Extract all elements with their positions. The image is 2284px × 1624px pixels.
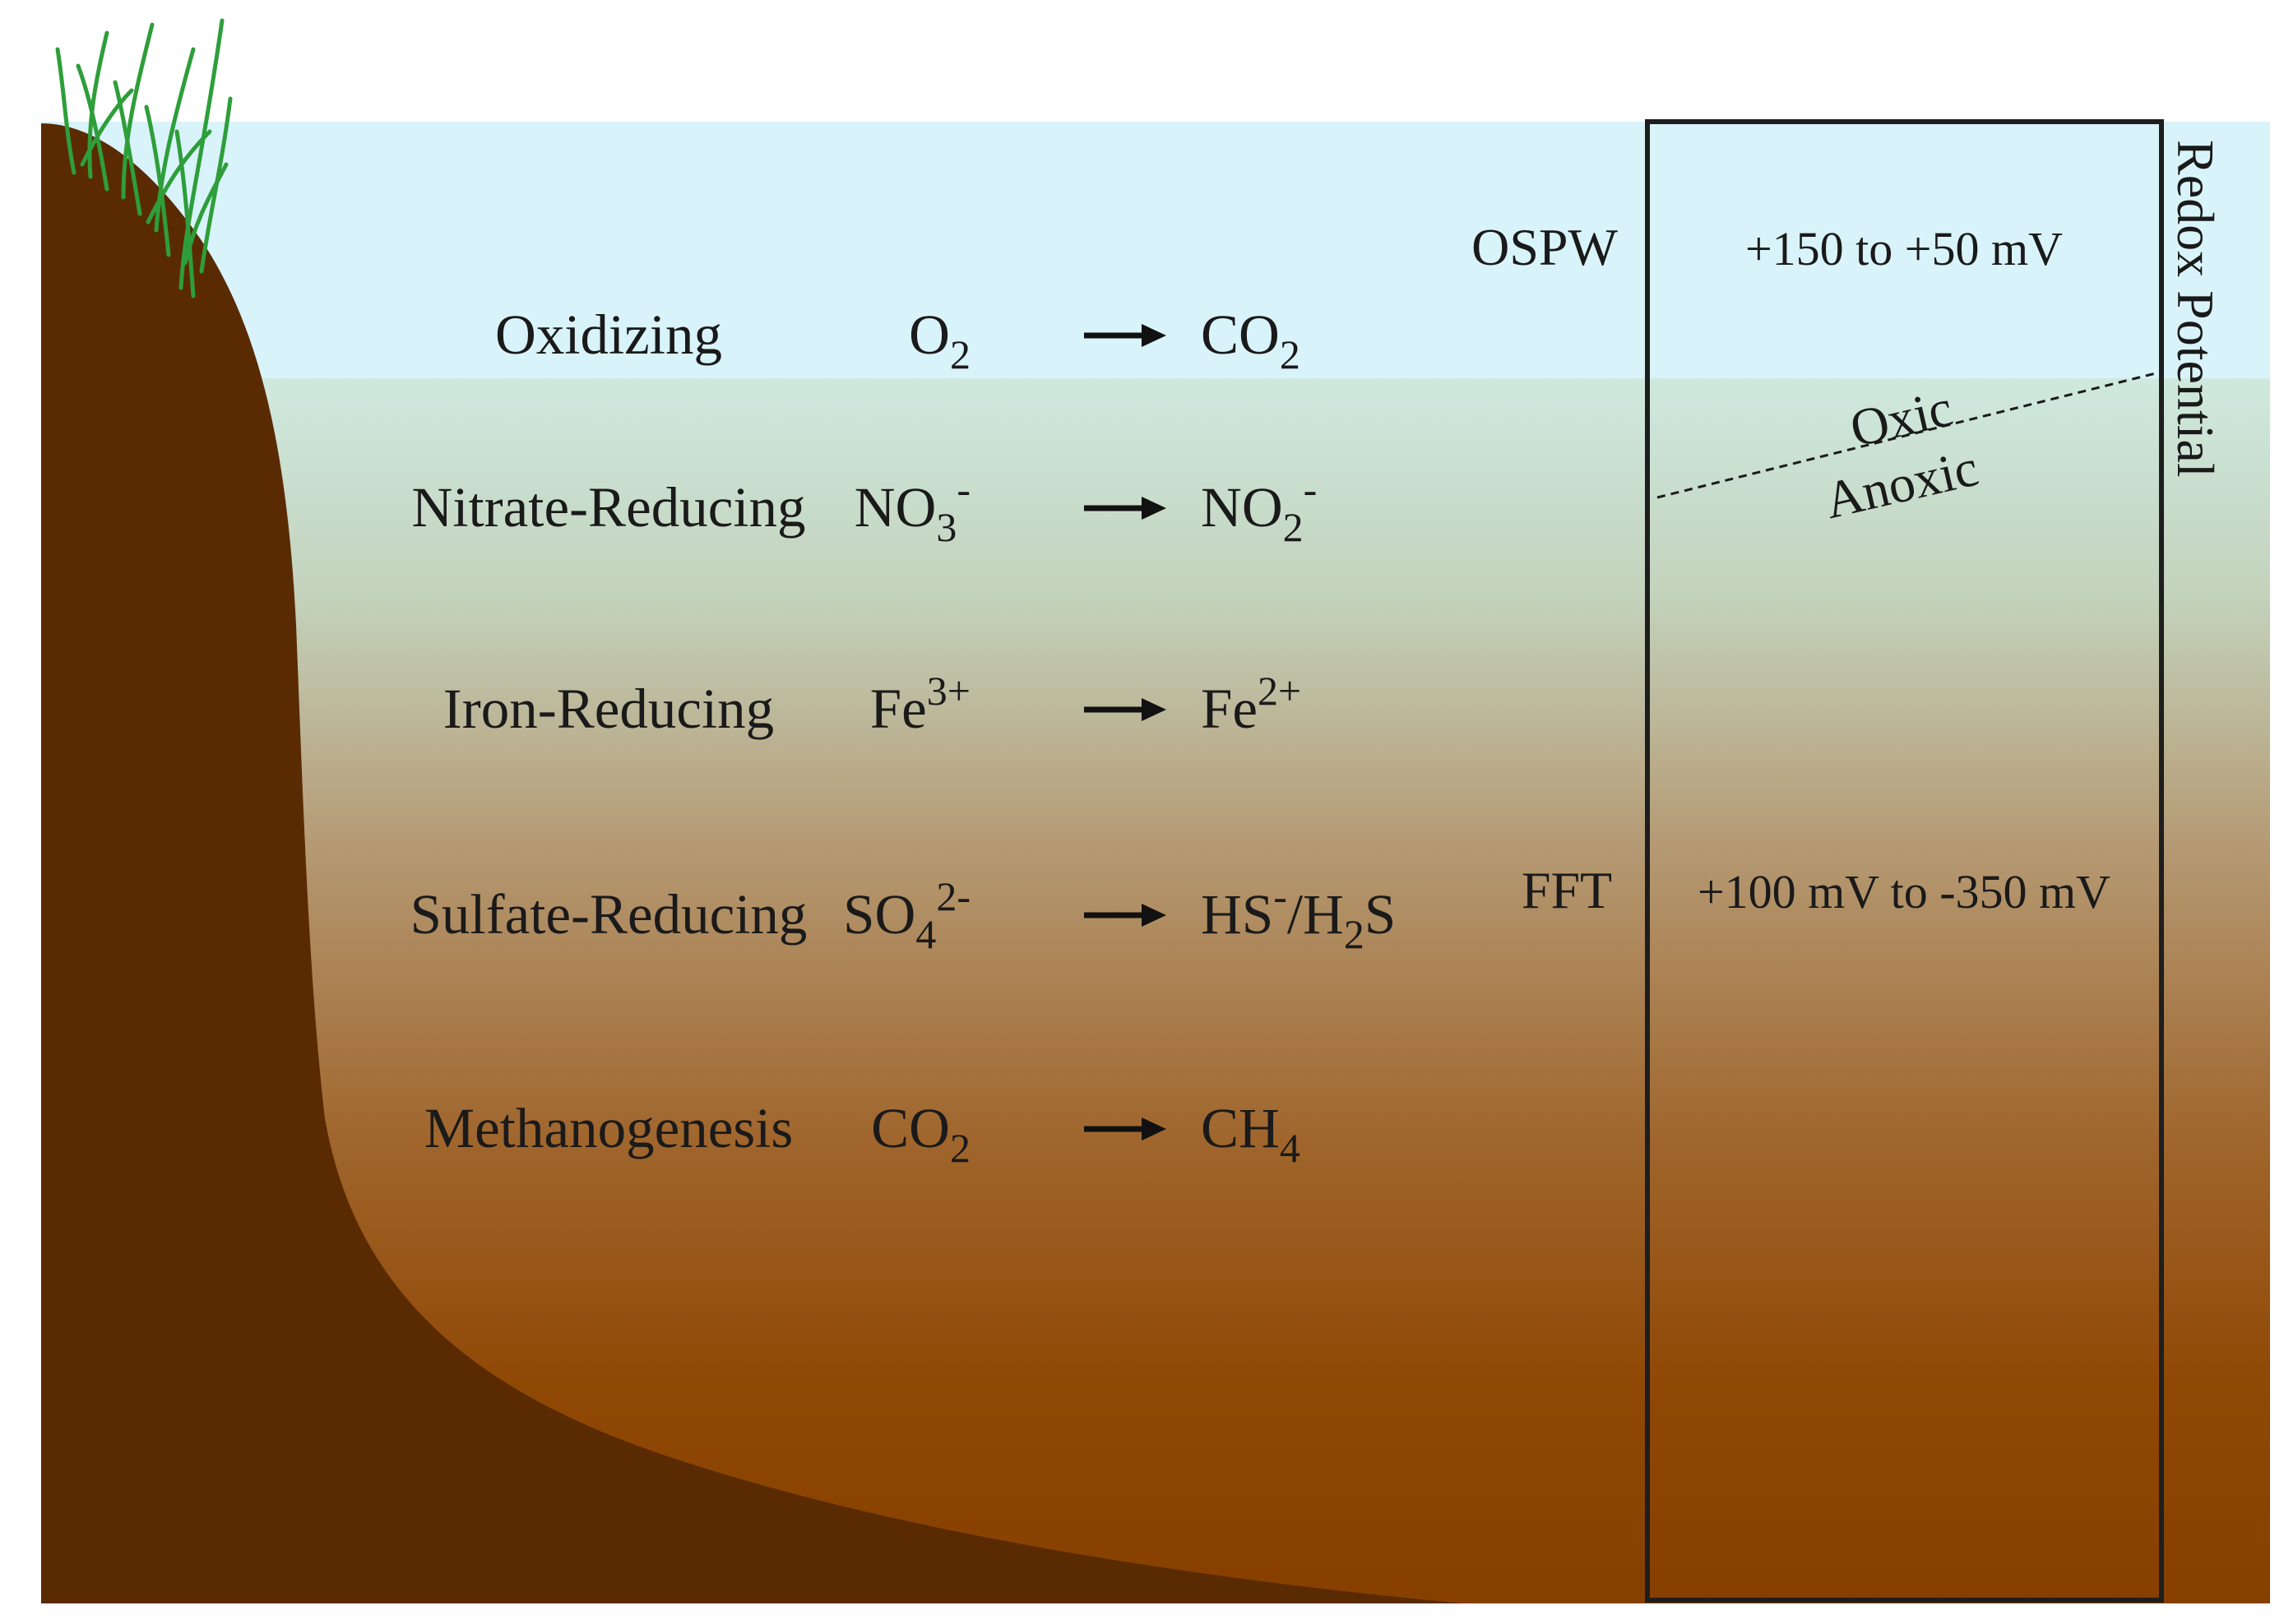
process-row: Nitrate-Reducing NO3- NO2- bbox=[412, 466, 1318, 550]
arrow-right-icon bbox=[1084, 1117, 1166, 1141]
process-label: Oxidizing bbox=[495, 303, 722, 366]
zone-upper-name: OSPW bbox=[1471, 218, 1618, 276]
redox-potential-label: Redox Potential bbox=[2166, 140, 2225, 478]
process-label: Sulfate-Reducing bbox=[410, 883, 808, 946]
arrow-right-icon bbox=[1084, 497, 1166, 520]
process-row: Sulfate-Reducing SO42- HS-/H2S bbox=[410, 873, 1397, 957]
process-row: Oxidizing O2 CO2 bbox=[495, 303, 1300, 377]
reactant-formula: SO42- bbox=[843, 873, 971, 957]
oxic-anoxic-boundary bbox=[1656, 371, 2160, 499]
reactant-formula: NO3- bbox=[855, 466, 971, 550]
zone-lower-name: FFT bbox=[1522, 861, 1612, 919]
arrow-right-icon bbox=[1084, 324, 1166, 347]
product-formula: NO2- bbox=[1201, 466, 1317, 550]
grass-icon bbox=[55, 18, 233, 298]
process-label: Iron-Reducing bbox=[443, 678, 774, 740]
process-row: Iron-Reducing Fe3+ Fe2+ bbox=[443, 668, 1301, 740]
reactant-formula: Fe3+ bbox=[870, 668, 971, 740]
product-formula: HS-/H2S bbox=[1201, 873, 1396, 957]
arrow-right-icon bbox=[1084, 904, 1166, 927]
zone-upper-range: +150 to +50 mV bbox=[1745, 222, 2063, 275]
process-label: Nitrate-Reducing bbox=[412, 476, 806, 539]
product-formula: CH4 bbox=[1201, 1097, 1300, 1171]
arrow-right-icon bbox=[1084, 698, 1166, 721]
product-formula: Fe2+ bbox=[1201, 668, 1301, 740]
process-label: Methanogenesis bbox=[424, 1097, 793, 1159]
product-formula: CO2 bbox=[1201, 303, 1300, 377]
redox-potential-box bbox=[1645, 119, 2164, 1603]
process-row: Methanogenesis CO2 CH4 bbox=[424, 1097, 1300, 1171]
zone-lower-range: +100 mV to -350 mV bbox=[1698, 865, 2110, 918]
reactant-formula: CO2 bbox=[871, 1097, 971, 1171]
reactant-formula: O2 bbox=[909, 303, 971, 377]
